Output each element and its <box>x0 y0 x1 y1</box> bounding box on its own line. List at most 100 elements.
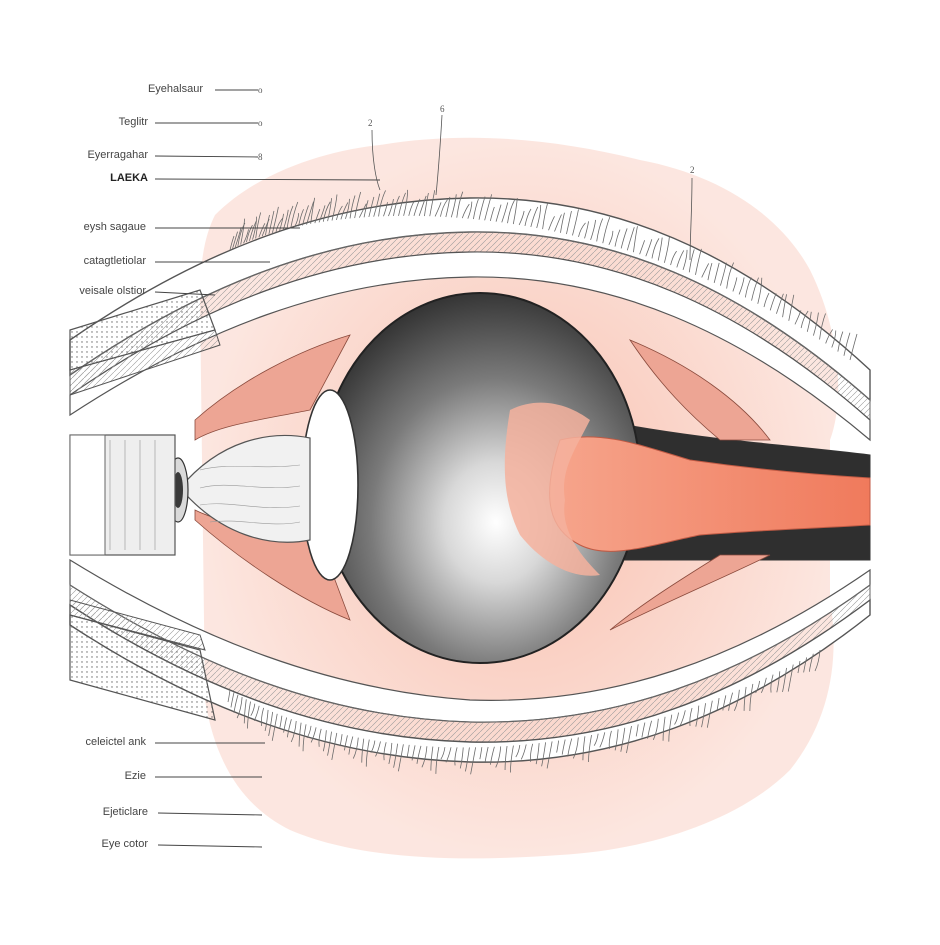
eyelash-stroke <box>582 736 586 761</box>
label-catagtletiolar: catagtletiolar <box>83 255 146 267</box>
eyelash-stroke <box>290 720 297 743</box>
eyelash-stroke <box>413 198 421 216</box>
eyelash-stroke <box>246 224 253 243</box>
eyelash-stroke <box>626 227 635 251</box>
eyelash-stroke <box>566 211 572 235</box>
eyelash-stroke <box>707 263 713 281</box>
eyelash-stroke <box>593 733 599 746</box>
eyelash-stroke <box>375 741 381 757</box>
eyelash-stroke <box>645 239 653 257</box>
eyelash-stroke <box>770 674 774 693</box>
eyelash-stroke <box>240 218 246 245</box>
eyelash-stroke <box>530 206 539 228</box>
eyelash-stroke <box>495 746 502 768</box>
eyelash-stroke <box>454 747 458 766</box>
eyelash-stroke <box>473 198 479 220</box>
eyelash-stroke <box>344 735 348 751</box>
eyelash-stroke <box>749 683 754 711</box>
eyelash-stroke <box>726 262 735 289</box>
eyelash-stroke <box>620 228 628 249</box>
eyelash-stroke <box>373 193 381 217</box>
eyelash-stroke <box>459 747 464 769</box>
eyelash-stroke <box>243 699 247 724</box>
eyelash-stroke <box>733 689 740 711</box>
eyelash-stroke <box>484 194 493 221</box>
eyelash-stroke <box>358 203 367 218</box>
eyelash-stroke <box>268 210 275 235</box>
eyelash-stroke <box>662 716 666 741</box>
eyelash-stroke <box>849 333 858 361</box>
eyelash-stroke <box>283 717 287 733</box>
eyelash-stroke <box>397 744 404 772</box>
eyelash-stroke <box>286 719 292 738</box>
eyelash-stroke <box>279 715 283 728</box>
eyelash-stroke <box>403 189 409 216</box>
label-teglitr: Teglitr <box>118 116 148 128</box>
label-ezie: Ezie <box>124 770 146 782</box>
eyelash-stroke <box>298 722 302 747</box>
eyelash-stroke <box>679 710 686 726</box>
lower-tarsal-block <box>69 599 216 721</box>
eyelash-stroke <box>788 294 795 321</box>
eyelash-stroke <box>652 718 659 740</box>
eyelash-stroke <box>722 695 727 711</box>
eyelash-stroke <box>255 212 262 239</box>
eyelash-stroke <box>651 238 660 259</box>
eyelash-stroke <box>843 332 851 356</box>
eye-muscles <box>194 334 771 631</box>
eyelash-stroke <box>275 217 284 232</box>
eyelash-stroke <box>233 694 239 713</box>
upper-tarsal-block <box>69 289 221 396</box>
eyelash-stroke <box>465 747 470 772</box>
eyelash-stroke <box>548 216 555 231</box>
eyelash-stroke <box>647 720 652 739</box>
eyelash-stroke <box>695 705 700 727</box>
eyelash-stroke <box>327 198 333 222</box>
eyelash-stroke <box>520 744 527 760</box>
eyelash-stroke <box>602 216 611 244</box>
eyelash-stroke <box>744 277 752 298</box>
eyelash-stroke <box>831 330 837 348</box>
top-pointer-lines <box>371 114 693 261</box>
eyelash-stroke <box>411 745 416 761</box>
eyelash-stroke <box>236 697 243 719</box>
eyelash-stroke <box>614 729 619 751</box>
eyelash-stroke <box>578 222 586 237</box>
eyelash-stroke <box>572 737 579 759</box>
eyelash-stroke <box>620 727 626 752</box>
eyelash-stroke <box>314 208 321 224</box>
eyelash-stroke <box>429 190 436 217</box>
eyelash-stroke <box>232 231 238 249</box>
lens-fibers <box>199 464 301 525</box>
eyelash-stroke <box>515 744 521 758</box>
eyelash-stroke <box>450 194 457 218</box>
eyelash-stroke <box>535 743 540 765</box>
eyelash-stroke <box>286 205 294 229</box>
eyelash-stroke <box>388 199 394 217</box>
eyelash-stroke <box>800 310 809 329</box>
eyelash-stroke <box>408 201 415 216</box>
label-eysh-sagaue: eysh sagaue <box>83 221 146 233</box>
eyelash-stroke <box>639 240 645 255</box>
eyelash-stroke <box>418 195 427 217</box>
eyelash-stroke <box>258 223 266 238</box>
eyelash-stroke <box>794 310 802 325</box>
eyelash-stroke <box>265 214 270 236</box>
anterior-cylinder <box>69 434 176 556</box>
eyelash-stroke <box>252 216 257 240</box>
eyelash-stroke <box>302 724 307 752</box>
leader-lines-upper <box>154 89 381 296</box>
eyelash-stroke <box>445 196 451 218</box>
eyelash-stroke <box>676 250 685 268</box>
eyelash-stroke <box>530 743 534 762</box>
label-veisale-olstior: veisale olstior <box>79 285 146 297</box>
top-number-1: 2 <box>368 118 373 128</box>
eyelash-stroke <box>489 206 495 222</box>
eyelash-stroke <box>363 200 369 218</box>
eyelash-stroke <box>279 213 284 231</box>
eyelash-stroke <box>769 293 777 311</box>
eyelash-stroke <box>393 195 400 217</box>
eyelash-stroke <box>561 739 566 755</box>
eyelash-stroke <box>268 711 274 736</box>
